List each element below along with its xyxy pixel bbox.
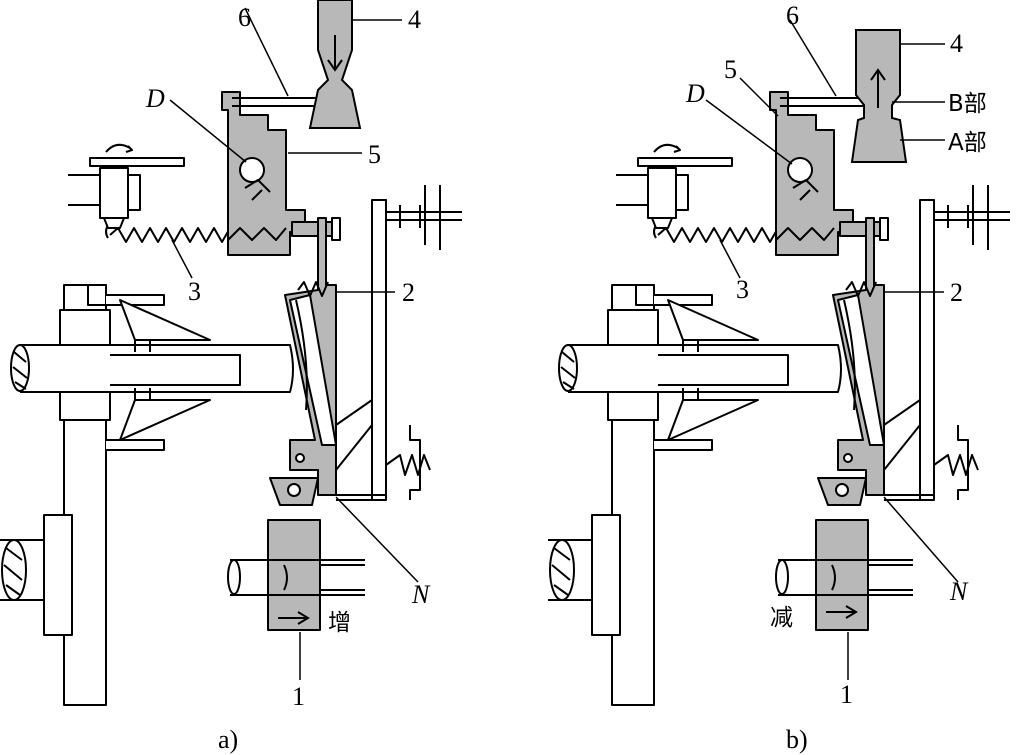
direction-text: 增 [328, 610, 351, 636]
label-1: 1 [840, 680, 853, 709]
caption-a: a) [218, 725, 238, 754]
label-4: 4 [408, 5, 421, 34]
injector-4-a [308, 0, 362, 129]
label-n: N [949, 577, 969, 606]
leader-lines-a [169, 7, 419, 680]
direction-arrow-a [278, 611, 310, 625]
label-6: 6 [238, 3, 251, 32]
label-d: D [685, 79, 705, 108]
injector-4-b [850, 29, 908, 163]
panel-a: 6 4 D 5 3 2 N 增 1 a) [0, 0, 463, 754]
label-2: 2 [402, 278, 415, 307]
label-5: 5 [368, 140, 381, 169]
leader-lines-b [705, 19, 959, 680]
caption-b: b) [786, 725, 808, 754]
label-1: 1 [292, 682, 305, 711]
label-3: 3 [736, 275, 749, 304]
label-d: D [145, 84, 165, 113]
label-2: 2 [950, 278, 963, 307]
label-4: 4 [950, 29, 963, 58]
panel-b: 6 4 5 D B部 A部 3 2 N 减 1 b) [547, 1, 1011, 754]
nozzle-label-b: B部 [948, 91, 987, 117]
direction-text: 减 [770, 605, 793, 631]
nozzle-label-a: A部 [948, 130, 987, 156]
label-3: 3 [188, 277, 201, 306]
label-5: 5 [724, 55, 737, 84]
label-n: N [411, 580, 431, 609]
label-6: 6 [786, 1, 799, 30]
direction-arrow-b [826, 605, 858, 619]
